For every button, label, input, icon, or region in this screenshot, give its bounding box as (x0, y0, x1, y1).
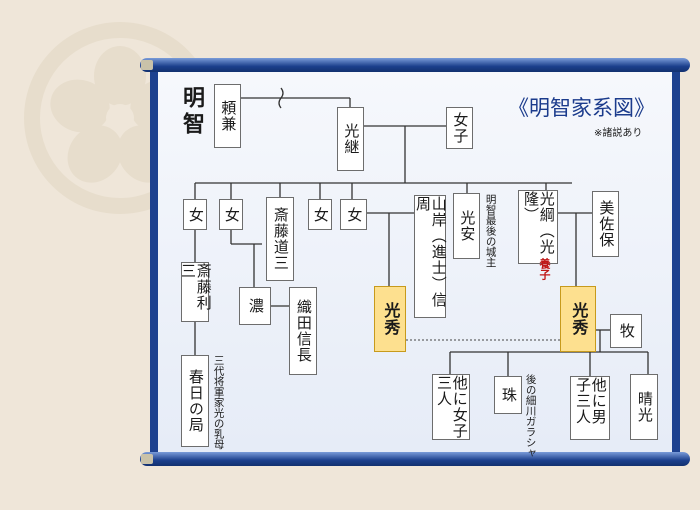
person-mitsuhide-adopted: 光秀 (560, 286, 596, 352)
scroll-rod-bottom (140, 452, 690, 466)
person-harumitsu: 晴光 (630, 374, 658, 440)
clan-name: 明智 (179, 86, 205, 138)
person-kasuga-no-tsubone: 春日の局 (181, 355, 209, 447)
person-mitsutsuna: 光綱︵光隆︶ (518, 190, 558, 264)
person-tama: 珠 (494, 376, 522, 414)
adopted-label: 養子 (538, 258, 551, 280)
chart-title: 《明智家系図》 (508, 96, 655, 120)
person-mitsutsugu: 光継 (337, 107, 364, 171)
person-daughter-3: 女 (308, 199, 332, 230)
note-hosokawa-gracia: 後の細川ガラシャ (524, 374, 537, 458)
person-mitsuyasu: 光安 (453, 193, 480, 259)
person-oda-nobunaga: 織田信長 (289, 287, 317, 375)
person-daughter-4: 女 (340, 199, 367, 230)
note-last-castle-lord: 明智最後の城主 (484, 194, 497, 268)
note-iemitsu-nurse: 三代将軍家光の乳母 (212, 355, 225, 450)
person-yamagishi-nobuchika: 山岸︵進士︶信周 (414, 195, 448, 318)
person-daughter-2: 女 (219, 199, 243, 230)
person-nohime: 濃 (239, 287, 271, 325)
person-misaho: 美佐保 (592, 191, 619, 257)
rod-end-left-bottom (141, 454, 153, 464)
person-mitsuhide-birth: 光秀 (374, 286, 406, 352)
person-mitsutsugu-wife: 女子 (446, 107, 473, 149)
person-daughter-1: 女 (183, 199, 207, 230)
person-other-sons: 他に男子三人 (570, 376, 610, 440)
person-yorikane: 頼兼 (214, 84, 241, 148)
person-maki: 牧 (610, 314, 642, 348)
person-saito-dosan: 斎藤道三 (266, 197, 294, 281)
person-saito-toshimitsu: 斎藤利三 (179, 262, 213, 322)
scroll-rod-top (140, 58, 690, 72)
rod-end-left-top (141, 60, 153, 70)
title-note: ※諸説あり (594, 128, 643, 139)
person-other-daughters: 他に女子三人 (432, 374, 470, 440)
